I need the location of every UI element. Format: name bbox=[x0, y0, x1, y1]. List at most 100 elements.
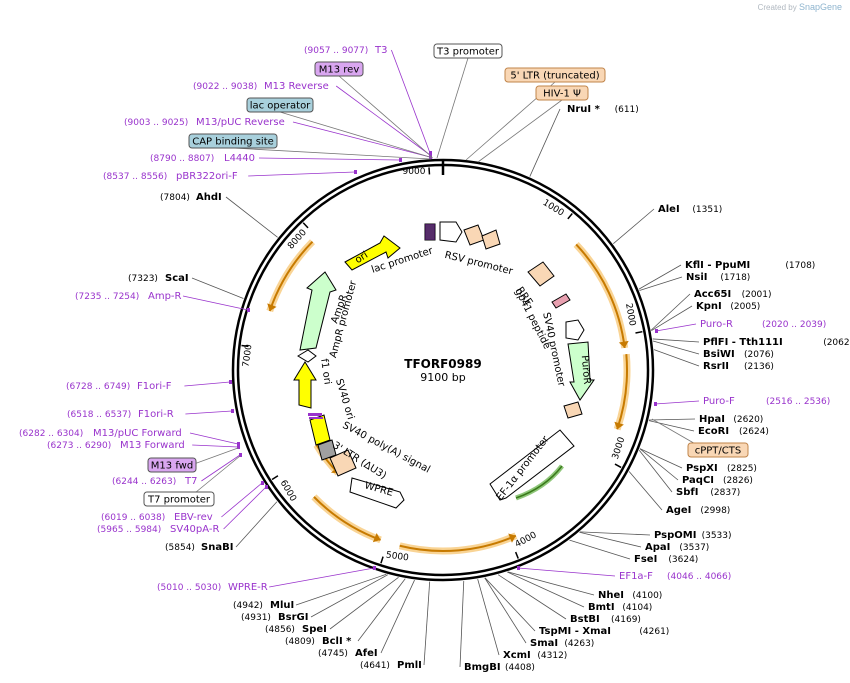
enzyme-label: AhdI bbox=[196, 192, 222, 203]
enzyme-position: (1718) bbox=[720, 273, 750, 283]
enzyme-position: (7804) bbox=[160, 193, 190, 203]
enzyme-label: SnaBI bbox=[201, 542, 233, 553]
primer-leader bbox=[391, 49, 431, 154]
box-leader bbox=[338, 75, 433, 158]
feature-box-label: M13 rev bbox=[319, 65, 360, 76]
leader-line bbox=[639, 276, 683, 291]
enzyme-label: ScaI bbox=[165, 273, 189, 284]
feature-label: PuroR bbox=[579, 355, 593, 385]
leader-line bbox=[329, 576, 399, 630]
feature-box-label: T3 promoter bbox=[436, 47, 500, 58]
enzyme-label: ApaI bbox=[645, 542, 670, 553]
orf-arc bbox=[268, 241, 314, 312]
leader-line bbox=[649, 418, 696, 421]
primer-leader bbox=[192, 444, 239, 448]
primer-position: (6518 .. 6537) bbox=[67, 410, 131, 420]
primer-label: Amp-R bbox=[148, 291, 182, 302]
primer-site-mark bbox=[265, 485, 268, 489]
leader-line bbox=[639, 448, 683, 469]
snapgene-credit: Created by SnapGene bbox=[758, 2, 842, 12]
primer-leader bbox=[517, 567, 616, 577]
tick-label: 4000 bbox=[514, 530, 539, 550]
ltr5-box bbox=[463, 224, 485, 246]
enzyme-position: (4312) bbox=[537, 651, 567, 661]
ef1a-promoter-arrow bbox=[489, 429, 575, 501]
feature-box-label: CAP binding site bbox=[192, 137, 274, 148]
primer-position: (5965 .. 5984) bbox=[97, 525, 161, 535]
primer-label: M13 Forward bbox=[120, 440, 185, 451]
wpre-arrow bbox=[349, 477, 405, 509]
enzyme-position: (2005) bbox=[730, 302, 760, 312]
enzyme-position: (4100) bbox=[632, 591, 662, 601]
enzyme-label: AleI bbox=[658, 204, 680, 215]
primer-label: EBV-rev bbox=[174, 512, 213, 523]
enzyme-label: XcmI bbox=[503, 650, 531, 661]
leader-line bbox=[613, 208, 655, 245]
primer-label: T7 bbox=[184, 476, 197, 487]
primer-position: (7235 .. 7254) bbox=[75, 292, 139, 302]
sv40-ori-box bbox=[309, 414, 331, 446]
primer-leader bbox=[655, 323, 697, 332]
feature-box-label: T7 promoter bbox=[147, 495, 211, 506]
enzyme-label: FseI bbox=[634, 554, 657, 565]
tick-mark bbox=[302, 222, 309, 229]
orf-arrowhead bbox=[618, 340, 629, 348]
tick-label: 5000 bbox=[385, 550, 409, 563]
enzyme-position: (4641) bbox=[360, 661, 390, 671]
leader-line bbox=[638, 449, 673, 493]
primer-leader bbox=[221, 482, 263, 518]
primer-position: (8537 .. 8556) bbox=[103, 172, 167, 182]
enzyme-label: NheI bbox=[598, 590, 624, 601]
orf-arrowhead bbox=[614, 421, 624, 430]
primer-site-mark bbox=[354, 170, 357, 174]
leader-line bbox=[235, 501, 278, 548]
primer-label: L4440 bbox=[224, 153, 255, 164]
primer-label: SV40pA-R bbox=[170, 524, 219, 535]
enzyme-position: (2837) bbox=[710, 488, 740, 498]
leader-line bbox=[639, 448, 679, 481]
primer-position: (4046 .. 4066) bbox=[667, 572, 731, 582]
enzyme-label: AfeI bbox=[355, 648, 378, 659]
primer-leader bbox=[189, 432, 239, 445]
enzyme-position: (3537) bbox=[679, 543, 709, 553]
enzyme-position: (2001) bbox=[742, 290, 772, 300]
enzyme-position: (3624) bbox=[668, 555, 698, 565]
feature-box bbox=[504, 67, 606, 83]
f1-ori-arrow bbox=[293, 361, 317, 409]
primer-label: M13/pUC Reverse bbox=[196, 117, 285, 128]
enzyme-label: BmgBI bbox=[464, 662, 501, 673]
enzyme-label: BsiWI bbox=[703, 349, 735, 360]
enzyme-position: (4169) bbox=[611, 615, 641, 625]
orf-arc bbox=[313, 496, 381, 541]
primer-label: Puro-F bbox=[703, 396, 735, 407]
credit-prefix: Created by bbox=[757, 3, 797, 12]
ltr3-box bbox=[329, 449, 357, 477]
orf-arc bbox=[575, 243, 626, 349]
tick-mark bbox=[635, 330, 643, 334]
primer-site-mark bbox=[399, 158, 402, 162]
enzyme-position: (4942) bbox=[233, 601, 263, 611]
sv40-promoter-arrow bbox=[565, 319, 585, 341]
primer-site-mark bbox=[261, 481, 264, 485]
feature-box bbox=[314, 61, 364, 77]
leader-line bbox=[651, 305, 693, 332]
leader-line bbox=[650, 293, 691, 331]
feature-box bbox=[687, 442, 749, 458]
feature-label: f1 ori bbox=[318, 358, 333, 385]
primer-site-mark bbox=[373, 566, 376, 570]
primer-mark bbox=[308, 413, 322, 416]
box-leader bbox=[436, 57, 469, 159]
primer-leader bbox=[182, 295, 249, 311]
leader-line bbox=[579, 531, 651, 536]
feature-label: SV40 ori bbox=[333, 378, 356, 421]
enzyme-position: (2062) bbox=[823, 338, 850, 348]
tick-mark bbox=[567, 213, 573, 220]
ef1a-exon-line bbox=[515, 465, 563, 499]
enzyme-position: (7323) bbox=[128, 274, 158, 284]
leader-line bbox=[484, 577, 527, 644]
rre-box bbox=[527, 261, 555, 287]
primer-leader bbox=[201, 454, 241, 482]
snapgene-logo: SnapGene bbox=[798, 2, 842, 12]
primer-site-mark bbox=[237, 442, 240, 446]
